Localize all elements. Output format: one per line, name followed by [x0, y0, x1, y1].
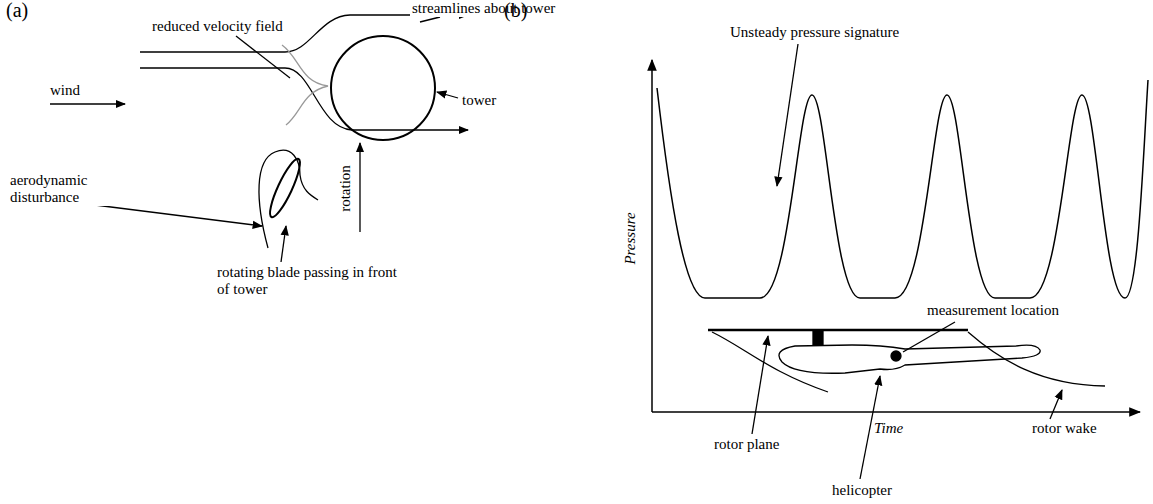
- leader-line: [95, 205, 262, 226]
- annotation: wind: [48, 82, 82, 99]
- rotor-mast: [813, 331, 823, 345]
- axis-label: Time: [872, 420, 905, 437]
- annotation: helicopter: [830, 482, 894, 499]
- tower-circle: [331, 36, 435, 140]
- leader-line: [777, 44, 798, 186]
- leader-line: [903, 322, 955, 352]
- annotation: measurement location: [925, 302, 1061, 319]
- leader-line: [437, 92, 458, 98]
- pressure-curve: [657, 80, 1148, 298]
- leader-line: [236, 36, 290, 78]
- annotation: rotation: [337, 163, 354, 214]
- streamline: [140, 15, 468, 52]
- panel-letter: (b): [502, 2, 529, 19]
- annotation: rotor wake: [1030, 420, 1099, 437]
- annotation: aerodynamic disturbance: [8, 172, 110, 206]
- disturbance-outline: [259, 150, 318, 248]
- annotation: rotor plane: [712, 436, 781, 453]
- measurement-dot: [891, 351, 901, 361]
- annotation: rotating blade passing in front of tower: [215, 264, 399, 298]
- axis-label: Pressure: [622, 210, 639, 266]
- annotation: tower: [460, 92, 498, 109]
- rotor-wake: [712, 332, 828, 392]
- leader-line: [752, 336, 768, 434]
- rotation-arrow: [359, 143, 360, 232]
- annotation: reduced velocity field: [150, 18, 285, 35]
- leader-line: [1050, 390, 1062, 419]
- rotor-wake: [968, 332, 1105, 386]
- streamline: [140, 68, 468, 130]
- x-axis: [652, 411, 1140, 413]
- velocity-contour: [282, 45, 328, 125]
- leader-line: [281, 226, 286, 262]
- wind-arrow: [50, 103, 125, 104]
- fuselage: [779, 345, 1040, 373]
- annotation: streamlines about tower: [410, 0, 557, 17]
- annotation: Unsteady pressure signature: [728, 24, 901, 41]
- y-axis: [651, 60, 653, 412]
- rotor-plane: [708, 329, 968, 332]
- panel-letter: (a): [4, 2, 30, 19]
- leader-line: [420, 17, 440, 22]
